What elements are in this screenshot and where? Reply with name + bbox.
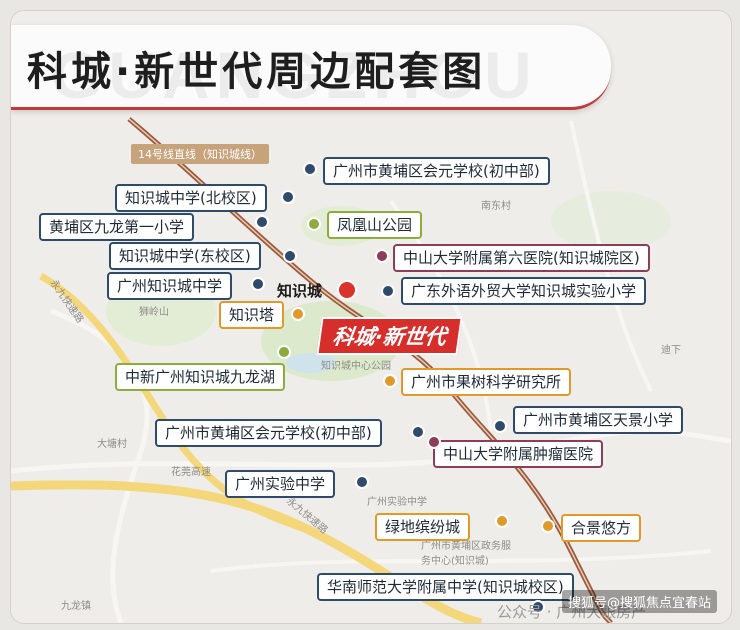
poi-label-hejing-youfang[interactable]: 合景悠方 [561, 514, 642, 542]
poi-dot-sysu-cancer-hospital [427, 435, 441, 449]
road-label: 迪下 [661, 345, 681, 356]
road-label: 南东村 [481, 201, 511, 212]
poi-dot-zhishi-tower [291, 307, 305, 321]
hub-label: 知识城 [277, 282, 323, 300]
poi-label-sysu-sixth-hospital[interactable]: 中山大学附属第六医院(知识城院区) [393, 244, 650, 272]
poi-dot-jiulong-lake [277, 345, 291, 359]
hub-marker-icon[interactable] [337, 280, 357, 300]
poi-dot-huiyuan-middle-top [303, 162, 317, 176]
poi-label-zhishicheng-east[interactable]: 知识城中学(东校区) [109, 242, 261, 270]
poi-label-tianjing-primary[interactable]: 广州市黄埔区天景小学 [513, 406, 684, 434]
poi-label-jiulong-primary[interactable]: 黄埔区九龙第一小学 [39, 213, 195, 241]
watermark-background-text: 公众号 · 广州大眼房产 [497, 603, 647, 621]
watermark: 搜狐号@搜狐焦点宜春站 [561, 590, 717, 613]
lake-area [286, 353, 336, 373]
road-label: 花莞高速 [171, 467, 211, 478]
poi-dot-huiyuan-middle-bottom [411, 425, 425, 439]
poi-dot-fenghuangshan-park [307, 217, 321, 231]
poi-dot-guangzhou-zhishicheng-middle [251, 277, 265, 291]
poi-label-guangzhou-experimental[interactable]: 广州实验中学 [225, 470, 336, 498]
poi-dot-gdufs-primary [381, 284, 395, 298]
poi-dot-sysu-sixth-hospital [375, 249, 389, 263]
poi-label-zhishicheng-north[interactable]: 知识城中学(北校区) [115, 184, 267, 212]
road-label: 九龙镇 [61, 601, 91, 612]
road-label: 广州实验中学 [367, 497, 427, 508]
poi-dot-scnu-affiliated [531, 600, 545, 614]
poi-dot-zhishicheng-east [283, 249, 297, 263]
poi-dot-hejing-youfang [541, 519, 555, 533]
map-frame: 永九快速路 永九快速路 花莞高速 大塘村 狮岭山 南东村 迪下 广州实验中学 广… [10, 10, 732, 624]
poi-label-lvdi-mall[interactable]: 绿地缤纷城 [375, 513, 471, 541]
page-title: 科城·新世代周边配套图 [27, 49, 487, 95]
poi-label-guangzhou-zhishicheng-middle[interactable]: 广州知识城中学 [107, 272, 233, 300]
poi-dot-tianjing-primary [493, 419, 507, 433]
poi-label-jiulong-lake[interactable]: 中新广州知识城九龙湖 [115, 363, 286, 391]
poi-dot-jiulong-primary [255, 215, 269, 229]
metro-line-tag: 14号线直线（知识城线） [131, 144, 269, 164]
minor-road [210, 549, 712, 573]
road-label: 广州市黄埔区政务服务中心(知识城) [421, 541, 511, 567]
title-watermark: GUANGZHOU [51, 38, 538, 112]
poi-label-zhishi-tower[interactable]: 知识塔 [219, 301, 285, 329]
poi-dot-guangzhou-experimental [355, 475, 369, 489]
poi-dot-fruit-institute [383, 374, 397, 388]
road-label: 大塘村 [97, 439, 127, 450]
poi-label-huiyuan-middle-top[interactable]: 广州市黄埔区会元学校(初中部) [323, 157, 550, 185]
poi-label-fruit-institute[interactable]: 广州市果树科学研究所 [401, 368, 572, 396]
poi-label-fenghuangshan-park[interactable]: 凤凰山公园 [327, 211, 423, 239]
poi-label-huiyuan-middle-bottom[interactable]: 广州市黄埔区会元学校(初中部) [155, 419, 382, 447]
road-label: 狮岭山 [139, 307, 169, 318]
project-banner[interactable]: 科城·新世代 [316, 317, 463, 355]
poi-label-gdufs-primary[interactable]: 广东外语外贸大学知识城实验小学 [401, 277, 647, 305]
poi-dot-lvdi-mall [495, 514, 509, 528]
title-bar: GUANGZHOU 科城·新世代周边配套图 [11, 25, 611, 112]
poi-dot-zhishicheng-north [281, 190, 295, 204]
road-label: 知识城中心公园 [321, 361, 391, 372]
poi-label-scnu-affiliated[interactable]: 华南师范大学附属中学(知识城校区) [317, 573, 574, 601]
poi-label-sysu-cancer-hospital[interactable]: 中山大学附属肿瘤医院 [433, 440, 604, 468]
hill-area [551, 191, 671, 251]
